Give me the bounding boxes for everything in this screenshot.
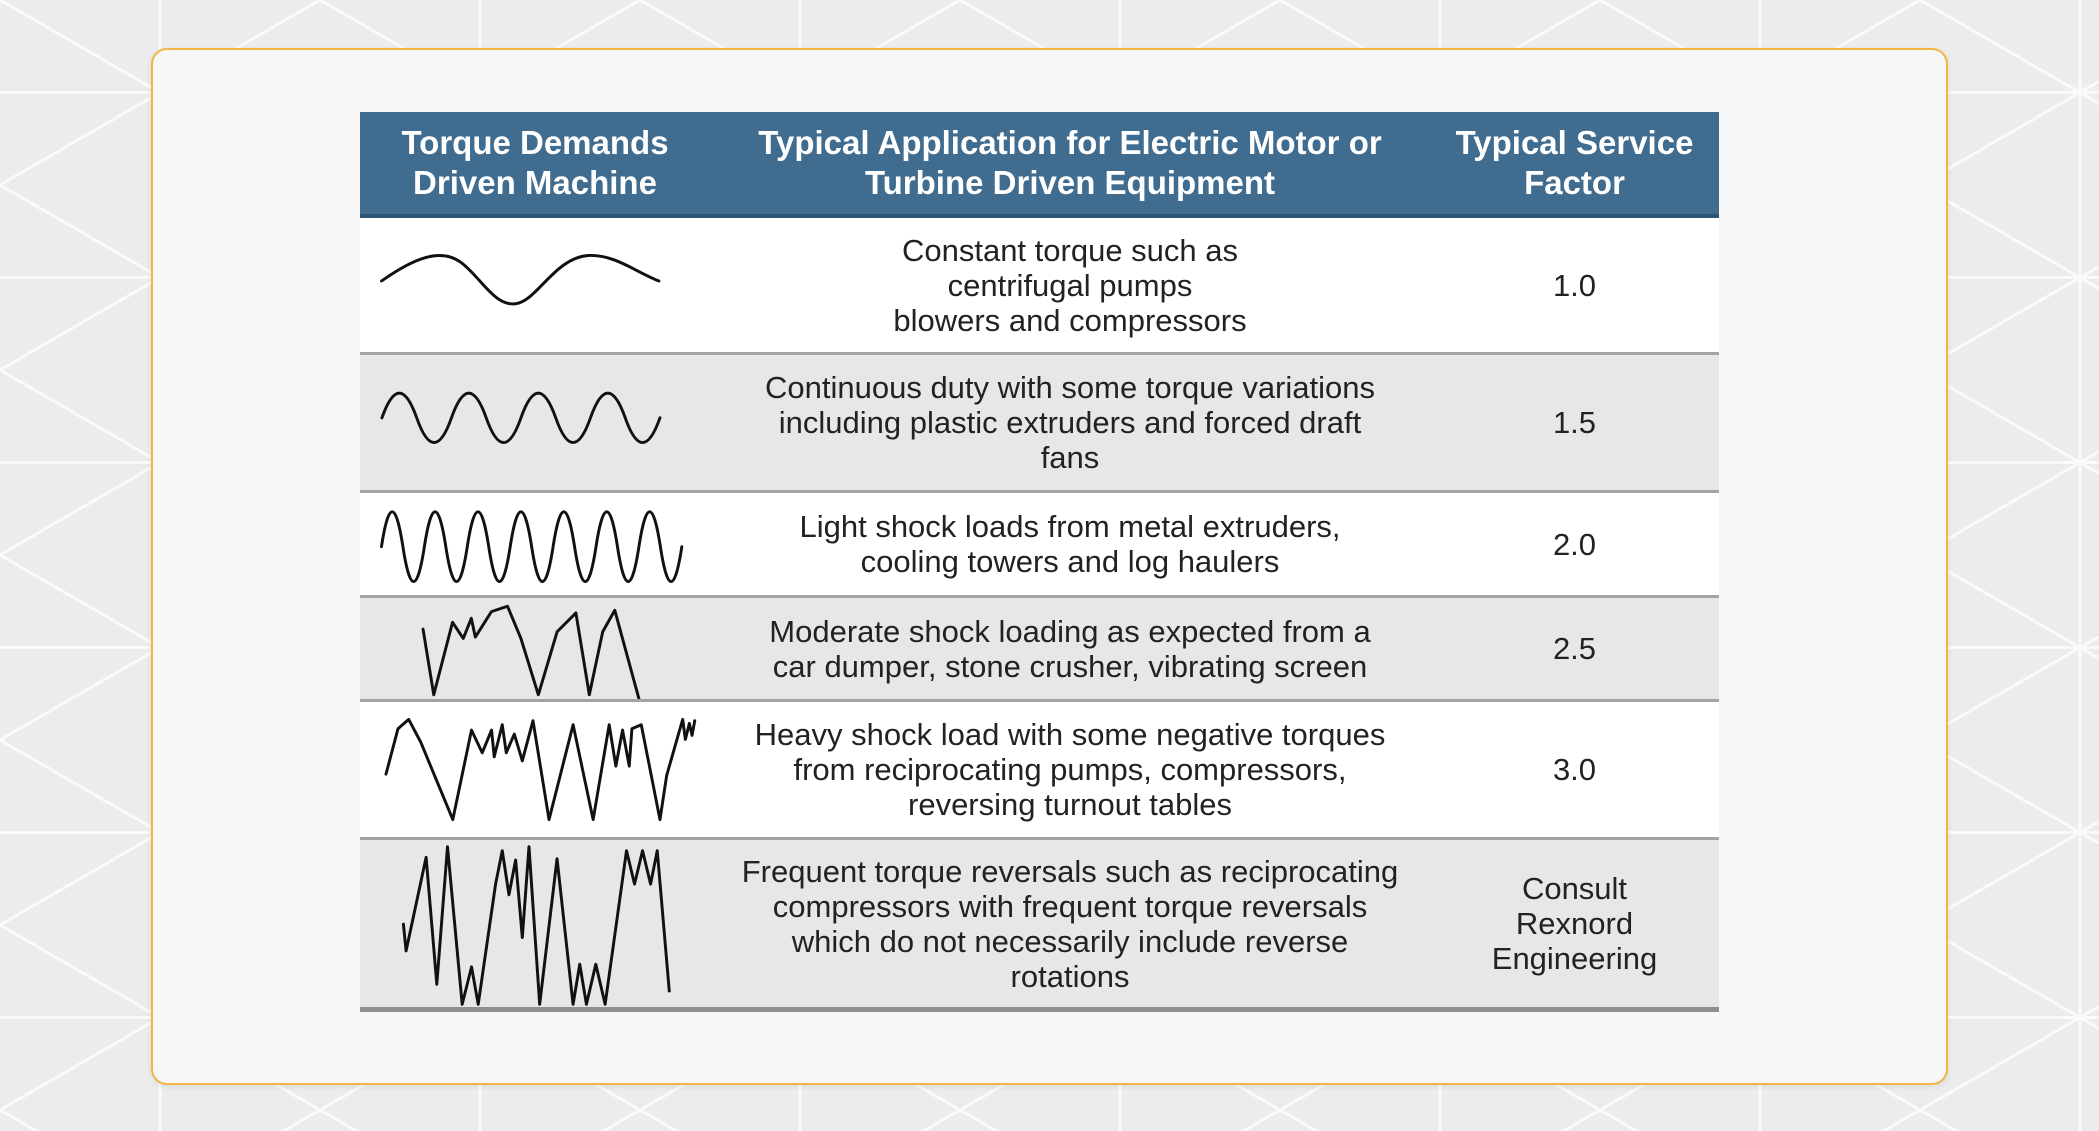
table-row: Frequent torque reversals such as recipr… [360, 840, 1719, 1012]
application-text: Continuous duty with some torque variati… [765, 370, 1375, 475]
application-text: Heavy shock load with some negative torq… [754, 717, 1386, 822]
service-factor-value: 2.5 [1552, 631, 1597, 666]
frequent-wave-icon [379, 510, 684, 583]
table-header: Torque Demands Driven Machine Typical Ap… [360, 112, 1719, 218]
reversal-wave-icon [401, 845, 671, 1006]
table-row: Continuous duty with some torque variati… [360, 355, 1719, 493]
header-typical-application: Typical Application for Electric Motor o… [758, 124, 1382, 201]
service-factor-table: Torque Demands Driven Machine Typical Ap… [360, 112, 1719, 1012]
application-text: Constant torque such as centrifugal pump… [893, 232, 1247, 338]
application-text: Light shock loads from metal extruders, … [799, 509, 1341, 579]
application-text: Moderate shock loading as expected from … [769, 613, 1371, 684]
application-text: Frequent torque reversals such as recipr… [741, 853, 1399, 994]
table-row: Heavy shock load with some negative torq… [360, 702, 1719, 840]
table-row: Light shock loads from metal extruders, … [360, 493, 1719, 598]
header-torque-demands: Torque Demands Driven Machine [401, 124, 669, 201]
service-factor-value: 3.0 [1552, 752, 1597, 787]
service-factor-value: 1.0 [1552, 267, 1597, 303]
table-row: Moderate shock loading as expected from … [360, 598, 1719, 702]
heavy-shock-wave-icon [384, 717, 697, 822]
service-factor-value: 2.0 [1552, 526, 1597, 562]
table-row: Constant torque such as centrifugal pump… [360, 218, 1719, 355]
header-service-factor: Typical Service Factor [1455, 124, 1694, 201]
service-factor-value: Consult Rexnord Engineering [1491, 871, 1658, 976]
smooth-wave-icon [380, 253, 661, 306]
moderate-wave-icon [380, 391, 662, 444]
service-factor-value: 1.5 [1552, 405, 1597, 440]
irregular-wave-icon [421, 604, 641, 699]
